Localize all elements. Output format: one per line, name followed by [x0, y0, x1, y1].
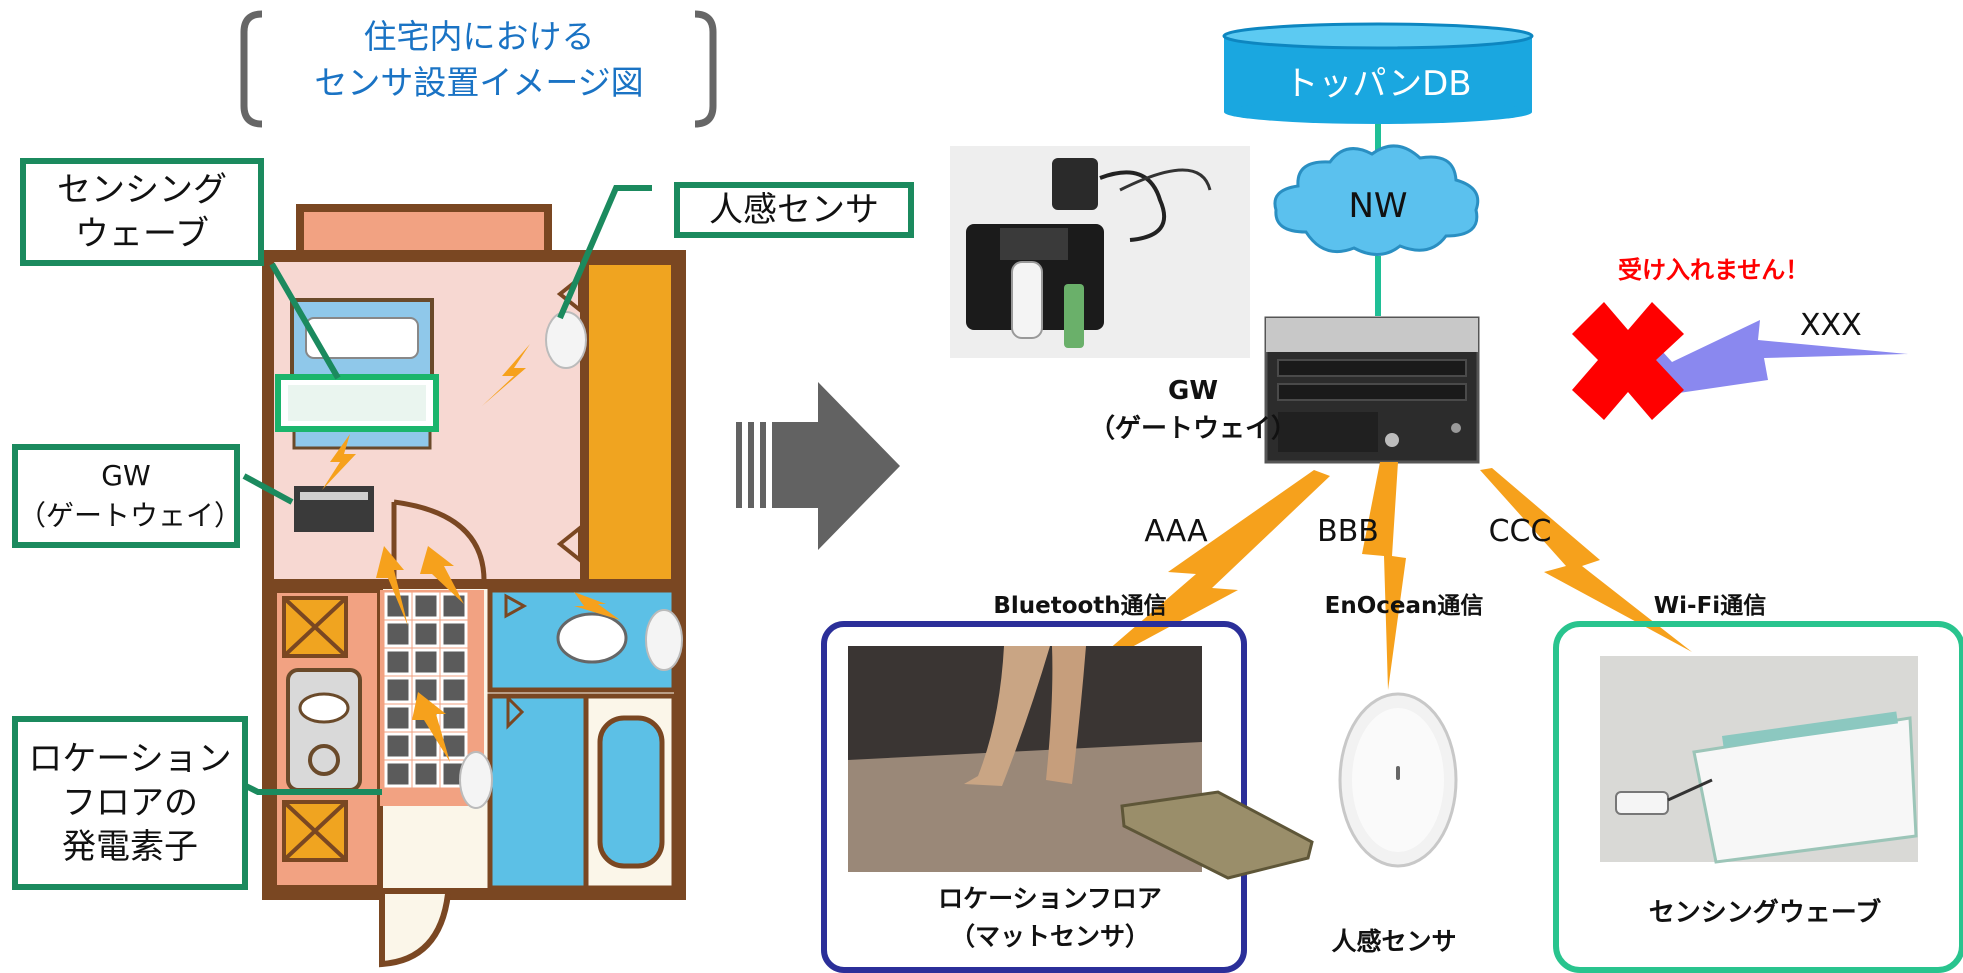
diagram-title: 住宅内における センサ設置イメージ図 [314, 17, 644, 102]
cloud-label: NW [1348, 186, 1408, 226]
device-motion-caption: 人感センサ [1331, 927, 1457, 956]
link-code-aaa: AAA [1144, 514, 1208, 549]
motion-sensor-device [1338, 692, 1458, 868]
bluetooth-device-box [821, 621, 1247, 973]
link-code-bbb: BBB [1317, 514, 1379, 549]
reject-x-icon [1572, 302, 1684, 420]
network-cloud [1273, 144, 1480, 256]
wifi-device-box [1553, 621, 1963, 973]
gw-desktop [1264, 316, 1480, 464]
link-code-ccc: CCC [1488, 514, 1552, 549]
plan-lightning [322, 344, 620, 762]
gw-hardware-photo [950, 146, 1250, 358]
db-label: トッパンDB [1284, 64, 1472, 104]
xxx-lightning [1612, 320, 1908, 394]
right-bracket [694, 10, 717, 128]
left-bracket [240, 10, 263, 128]
link-protocol-enocean: EnOcean通信 [1324, 593, 1484, 619]
transition-arrow [736, 382, 900, 550]
gw-label: GW （ゲートウェイ） [1088, 376, 1297, 444]
location-floor-photo [848, 646, 1202, 872]
mat-sensor [1120, 790, 1314, 880]
reject-text: 受け入れません！ [1618, 256, 1810, 284]
label-motion-sensor: 人感センサ [674, 182, 914, 238]
label-location-floor: ロケーション フロアの 発電素子 [12, 716, 248, 890]
washroom [487, 693, 589, 891]
device-floor-caption: ロケーションフロア （マットセンサ） [938, 884, 1162, 951]
label-sensing-wave: センシング ウェーブ [20, 158, 264, 266]
floor-tiles [384, 592, 468, 788]
link-protocol-wifi: Wi-Fi通信 [1653, 593, 1767, 619]
label-gw: GW （ゲートウェイ） [12, 444, 242, 548]
sensing-wave-photo [1600, 656, 1918, 864]
device-wave-caption: センシングウェーブ [1648, 898, 1882, 928]
xxx-label: XXX [1800, 308, 1862, 343]
leader-lines [242, 185, 652, 795]
closet [583, 259, 677, 585]
link-protocol-bluetooth: Bluetooth通信 [993, 593, 1167, 619]
floor-plan [262, 204, 686, 968]
database [1222, 22, 1534, 124]
